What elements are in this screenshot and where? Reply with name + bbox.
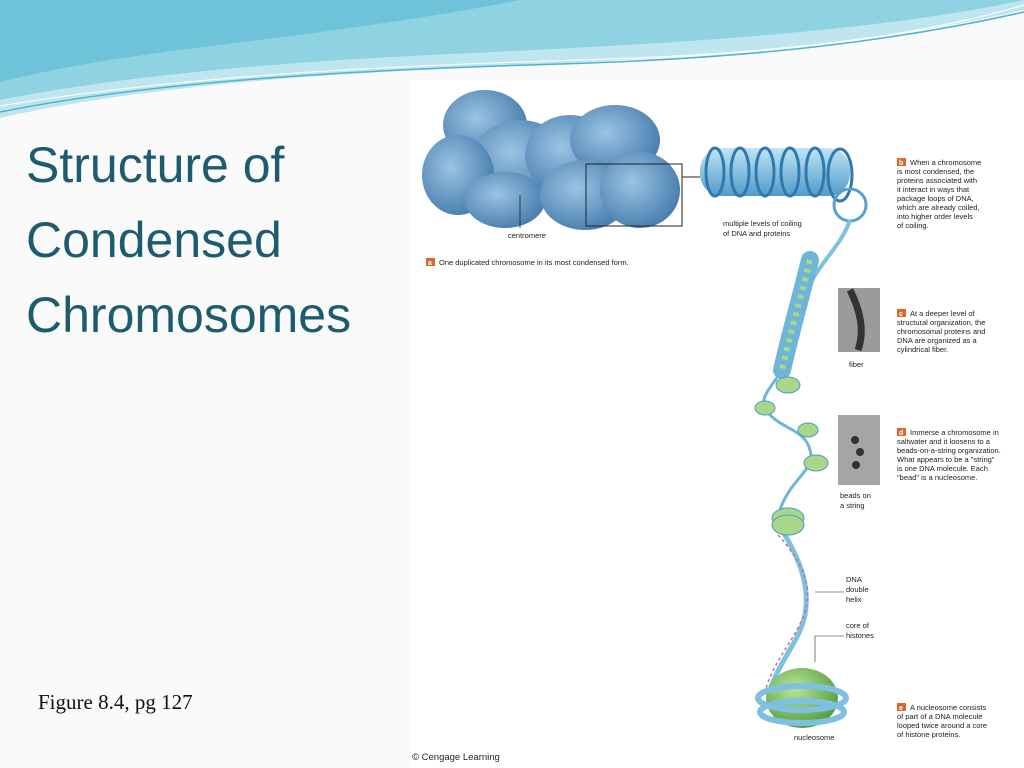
coiled-dna-image: [700, 146, 868, 381]
panel-a-tag-box: [426, 258, 435, 266]
coiling-label-line2: of DNA and proteins: [723, 229, 790, 238]
panel-c-tag-box: [897, 309, 906, 317]
dna-label-line1: DNA: [846, 575, 862, 584]
panel-a-caption: One duplicated chromosome in its most co…: [439, 258, 629, 267]
figure-reference: Figure 8.4, pg 127: [38, 690, 193, 714]
panel-d-line: Immerse a chromosome in: [910, 428, 999, 437]
panel-c-line: cylindrical fiber.: [897, 345, 948, 354]
panel-c-tag: c: [899, 311, 903, 318]
title-line: Structure of: [26, 137, 285, 193]
panel-b-line: proteins associated with: [897, 176, 977, 185]
panel-d-tag: d: [899, 430, 903, 437]
panel-b-line: which are already coiled,: [896, 203, 980, 212]
beads-label-line1: beads on: [840, 491, 871, 500]
panel-c-line: At a deeper level of: [910, 309, 976, 318]
panel-d-line: "bead" is a nucleosome.: [897, 473, 977, 482]
chromosome-illustration: centromere a One duplicated chromosome i…: [422, 90, 1001, 742]
panel-e-line: of part of a DNA molecule: [897, 712, 982, 721]
panel-b-line: When a chromosome: [910, 158, 981, 167]
title-line: Condensed: [26, 212, 282, 268]
fiber-image: [773, 251, 880, 379]
panel-b-line: of coiling.: [897, 221, 929, 230]
beads-label-line2: a string: [840, 501, 865, 510]
chromosome-image: [422, 90, 700, 230]
panel-a-tag: a: [428, 260, 432, 267]
centromere-label: centromere: [508, 231, 546, 240]
panel-b-tag-box: [897, 158, 906, 166]
panel-b-line: package loops of DNA,: [897, 194, 974, 203]
copyright-notice: © Cengage Learning: [412, 752, 500, 763]
panel-d-line: beads-on-a-string organization.: [897, 446, 1001, 455]
dna-label-line2: double: [846, 585, 869, 594]
coiling-label-line1: multiple levels of coiling: [723, 219, 802, 228]
panel-d-line: saltwater and it loosens to a: [897, 437, 991, 446]
histone-label-line1: core of: [846, 621, 870, 630]
fiber-label: fiber: [849, 360, 864, 369]
nucleosome-image: [755, 668, 849, 728]
panel-b-line: it interact in ways that: [897, 185, 970, 194]
histone-label-line2: histones: [846, 631, 874, 640]
panel-c-line: DNA are organized as a: [897, 336, 977, 345]
nucleosome-label: nucleosome: [794, 733, 834, 742]
title-line: Chromosomes: [26, 287, 352, 343]
panel-e-line: A nucleosome consists: [910, 703, 987, 712]
panel-c-line: chromosomal proteins and: [897, 327, 985, 336]
dna-double-helix-image: [764, 514, 809, 693]
panel-b-line: is most condensed, the: [897, 167, 974, 176]
panel-e-tag: e: [899, 705, 903, 712]
beads-on-string-image: [754, 369, 880, 531]
panel-b-tag: b: [899, 160, 903, 167]
slide-title: Structure of Condensed Chromosomes: [26, 128, 406, 353]
header-wave-decoration: [0, 0, 1024, 118]
panel-e-tag-box: [897, 703, 906, 711]
panel-e-line: of histone proteins.: [897, 730, 960, 739]
panel-b-line: into higher order levels: [897, 212, 973, 221]
chromosome-figure: centromere a One duplicated chromosome i…: [410, 80, 1024, 768]
panel-d-line: What appears to be a "string": [897, 455, 995, 464]
panel-c-line: structural organization, the: [897, 318, 985, 327]
panel-d-tag-box: [897, 428, 906, 436]
dna-label-line3: helix: [846, 595, 862, 604]
panel-d-line: is one DNA molecule. Each: [897, 464, 988, 473]
panel-e-line: looped twice around a core: [897, 721, 987, 730]
